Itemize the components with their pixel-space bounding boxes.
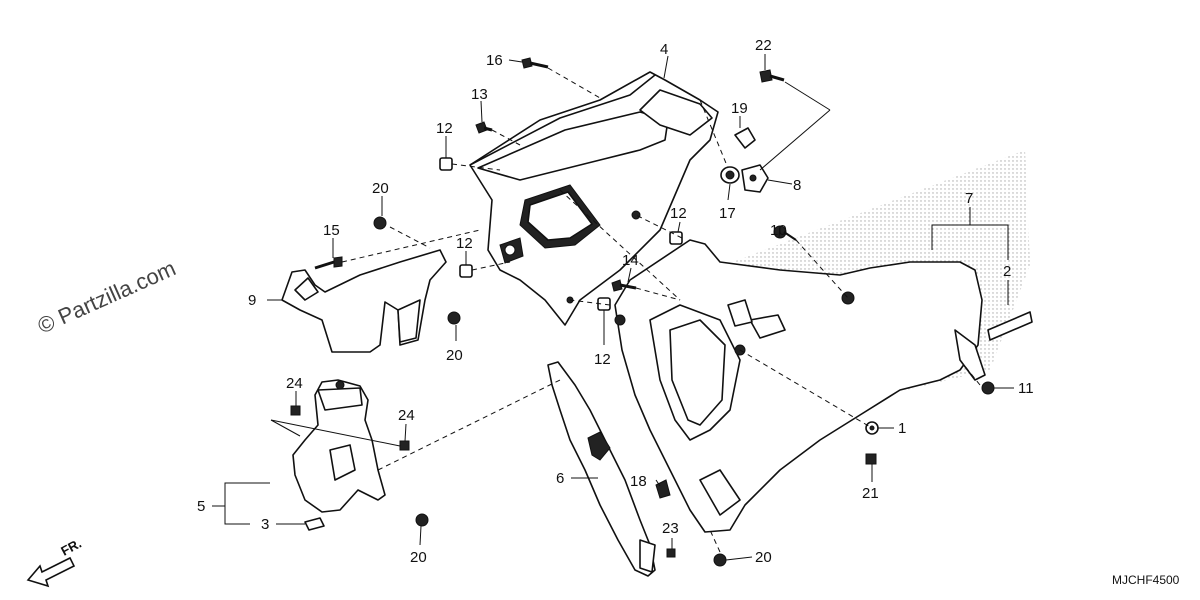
callout-17: 17 — [719, 205, 736, 222]
callout-20b: 20 — [446, 347, 463, 364]
callout-11: 11 — [1018, 380, 1034, 397]
callout-labels: 4 16 22 13 19 12 8 20 7 17 12 15 10 12 1… — [197, 37, 1034, 566]
part-3-clip — [304, 517, 325, 531]
part-2-strip — [987, 311, 1033, 341]
part-9-side-cover — [281, 249, 447, 353]
front-arrow-icon: FR. — [26, 536, 84, 588]
callout-2: 2 — [1003, 263, 1011, 280]
callout-16: 16 — [486, 52, 503, 69]
callout-15: 15 — [323, 222, 340, 239]
part-17-collar — [720, 166, 740, 184]
callout-4: 4 — [660, 41, 668, 58]
callout-6: 6 — [556, 470, 564, 487]
callout-20d: 20 — [755, 549, 772, 566]
part-5-bracket — [292, 379, 386, 513]
callout-12d: 12 — [594, 351, 611, 368]
callout-14: 14 — [622, 252, 639, 269]
callout-23: 23 — [662, 520, 679, 537]
callout-20c: 20 — [410, 549, 427, 566]
watermark: © Partzilla.com — [34, 255, 180, 338]
callout-20a: 20 — [372, 180, 389, 197]
callout-1: 1 — [898, 420, 906, 437]
part-7-side-fairing — [614, 239, 986, 533]
leader-lines — [212, 54, 1014, 561]
callout-13: 13 — [471, 86, 488, 103]
part-6-stay — [547, 361, 656, 577]
callout-19: 19 — [731, 100, 748, 117]
callout-22: 22 — [755, 37, 772, 54]
callout-12b: 12 — [670, 205, 687, 222]
callout-9: 9 — [248, 292, 256, 309]
callout-24a: 24 — [286, 375, 303, 392]
front-label: FR. — [58, 536, 84, 559]
callout-18: 18 — [630, 473, 647, 490]
callout-10: 10 — [770, 222, 787, 239]
callout-24b: 24 — [398, 407, 415, 424]
diagram-code: MJCHF4500 — [1112, 573, 1180, 587]
callout-21: 21 — [862, 485, 879, 502]
part-8-bracket — [741, 164, 769, 193]
callout-8: 8 — [793, 177, 801, 194]
part-19-clip — [734, 127, 756, 149]
dashed-guides — [341, 67, 981, 553]
callout-7: 7 — [965, 190, 973, 207]
callout-3: 3 — [261, 516, 269, 533]
callout-5: 5 — [197, 498, 205, 515]
callout-12a: 12 — [436, 120, 453, 137]
callout-12c: 12 — [456, 235, 473, 252]
